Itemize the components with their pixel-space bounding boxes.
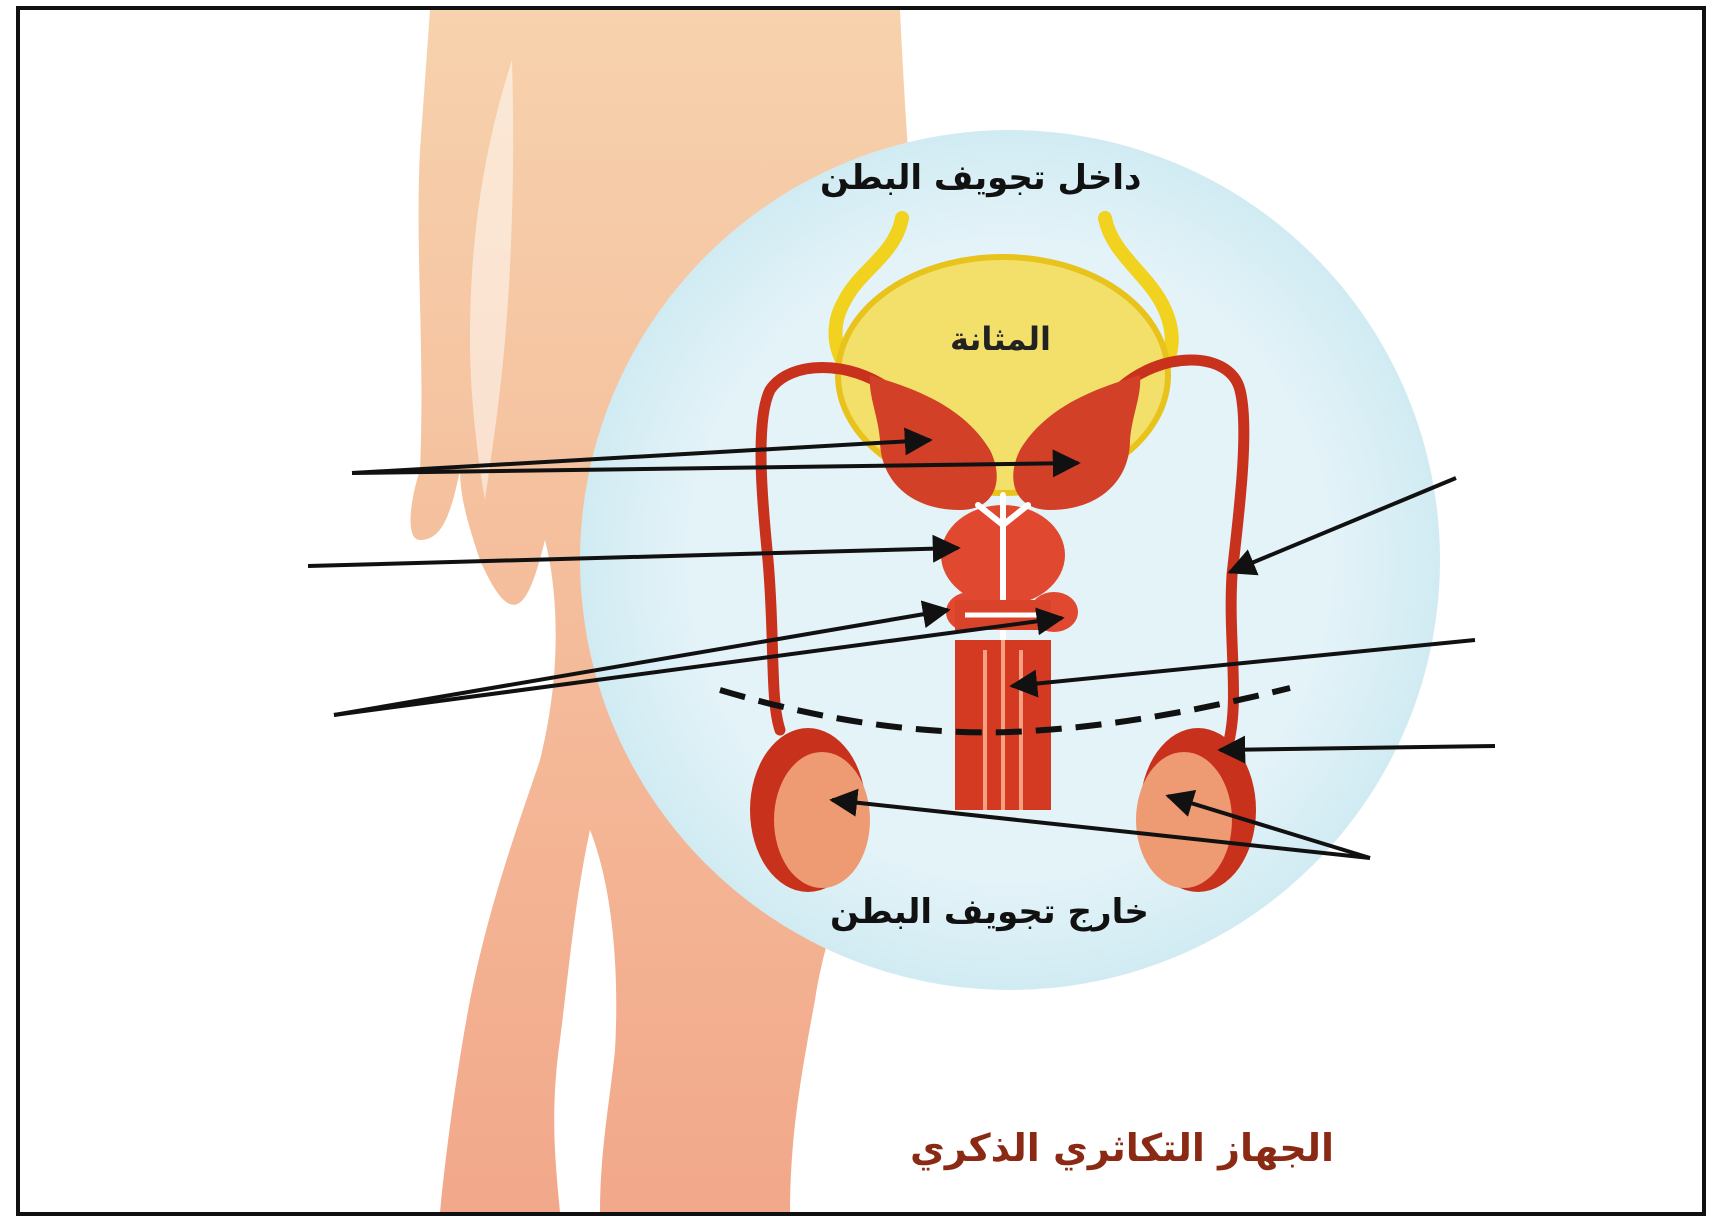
testis-right xyxy=(1136,752,1232,888)
label-inside-abdomen: داخل تجويف البطن xyxy=(820,158,1142,198)
label-bladder: المثانة xyxy=(950,320,1051,358)
testis-left xyxy=(774,752,870,888)
label-outside-abdomen: خارج تجويف البطن xyxy=(830,892,1149,932)
diagram-title: الجهاز التكاثري الذكري xyxy=(910,1126,1334,1170)
